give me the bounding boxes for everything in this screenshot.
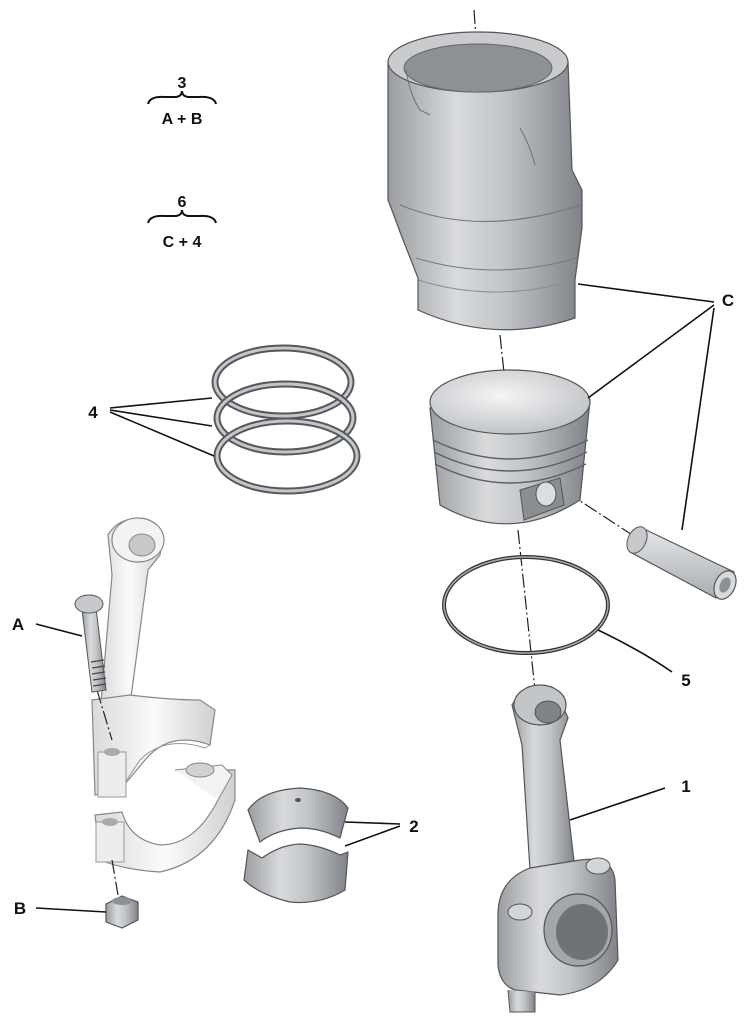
piston bbox=[429, 369, 591, 525]
callout-1: 1 bbox=[681, 777, 690, 796]
circlip bbox=[442, 555, 610, 655]
connecting-rod-exploded bbox=[91, 517, 236, 873]
formula-2-brace bbox=[147, 209, 217, 224]
bearing-shells bbox=[243, 787, 349, 904]
callout-2: 2 bbox=[409, 817, 418, 836]
rod-bolt bbox=[74, 594, 107, 693]
leader-lines bbox=[35, 283, 715, 913]
formula-2-top: 6 bbox=[178, 194, 187, 211]
piston-pin bbox=[626, 526, 737, 600]
formula-group-2: 6 C + 4 bbox=[147, 194, 217, 251]
cylinder-liner bbox=[387, 31, 583, 331]
formula-group-1: 3 A + B bbox=[147, 75, 217, 128]
nut-axis-line bbox=[111, 859, 119, 896]
callout-5: 5 bbox=[681, 671, 690, 690]
formula-2-bottom: C + 4 bbox=[163, 234, 202, 251]
rod-nut bbox=[105, 895, 139, 929]
callout-B: B bbox=[14, 899, 26, 918]
formula-1-top: 3 bbox=[178, 75, 187, 92]
connecting-rod-assembled bbox=[497, 684, 619, 1013]
piston-rings bbox=[211, 344, 361, 495]
rod-axis-line bbox=[517, 529, 536, 691]
formula-1-bottom: A + B bbox=[162, 111, 203, 128]
callout-4: 4 bbox=[88, 403, 98, 422]
bolt-axis-line bbox=[96, 689, 113, 741]
callout-A: A bbox=[12, 615, 24, 634]
callout-C: C bbox=[722, 291, 734, 310]
formula-1-brace bbox=[147, 90, 217, 105]
